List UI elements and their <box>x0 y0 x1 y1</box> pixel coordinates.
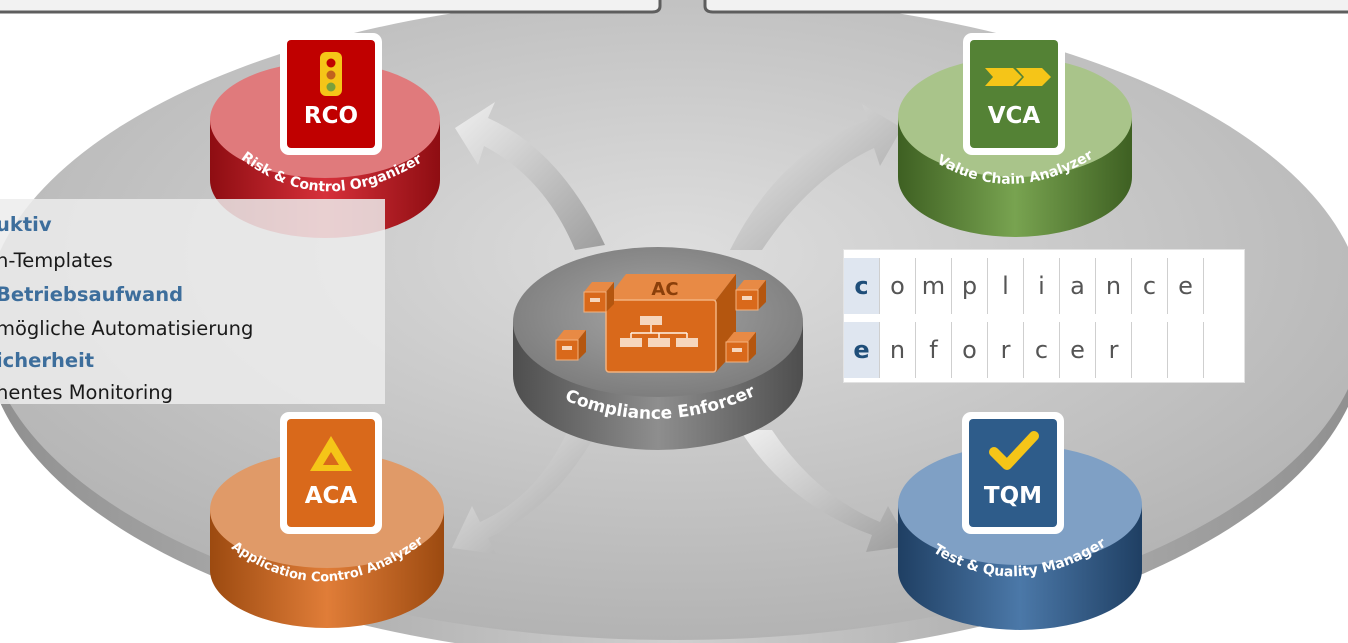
traffic-light-icon <box>320 52 342 96</box>
small-cube-2 <box>735 280 766 311</box>
letter-cell <box>1132 322 1168 378</box>
checkmark-icon <box>989 431 1039 470</box>
aca-abbr: ACA <box>305 483 358 509</box>
letter-cell: p <box>952 258 988 314</box>
letter-cell: n <box>1096 258 1132 314</box>
tqm-tile: TQM <box>962 412 1064 534</box>
letter-cell: c <box>844 258 880 314</box>
letter-cell: i <box>1024 258 1060 314</box>
brand-row-enforcer: e n f o r c e r <box>844 322 1204 378</box>
top-bar-right <box>703 0 1348 14</box>
benefit-text-2: mögliche Automatisierung <box>0 317 254 340</box>
benefit-text-3: nentes Monitoring <box>0 381 173 404</box>
small-cube-3 <box>555 330 586 361</box>
warning-triangle-icon <box>310 436 352 471</box>
arrow-to-rco <box>455 102 605 250</box>
tqm-abbr: TQM <box>984 483 1042 509</box>
arrow-to-vca <box>730 104 902 250</box>
letter-cell: o <box>880 258 916 314</box>
value-chain-icon <box>985 68 1051 86</box>
rco-tile: RCO <box>280 33 382 155</box>
letter-cell <box>1168 322 1204 378</box>
letter-cell: e <box>1060 322 1096 378</box>
brand-row-compliance: c o m p l i a n c e <box>844 258 1204 314</box>
benefit-heading-3: icherheit <box>0 349 95 372</box>
benefit-heading-2: Betriebsaufwand <box>0 283 184 306</box>
letter-cell: l <box>988 258 1024 314</box>
brand-letter-grid: c o m p l i a n c e e n f o r c e r <box>843 249 1245 383</box>
letter-cell: e <box>844 322 880 378</box>
vca-tile: VCA <box>963 33 1065 155</box>
letter-cell: e <box>1168 258 1204 314</box>
letter-cell: o <box>952 322 988 378</box>
letter-cell: c <box>1132 258 1168 314</box>
letter-cell: f <box>916 322 952 378</box>
center-abbr: AC <box>651 279 678 300</box>
arrow-to-tqm <box>740 430 910 552</box>
small-cube-1 <box>583 282 614 313</box>
letter-cell: r <box>988 322 1024 378</box>
ac-cube-icon: AC <box>555 274 766 373</box>
top-bar-left <box>0 0 662 14</box>
rco-abbr: RCO <box>304 103 358 129</box>
vca-abbr: VCA <box>988 103 1041 129</box>
letter-cell: r <box>1096 322 1132 378</box>
benefit-heading-1: uktiv <box>0 213 52 236</box>
letter-cell: n <box>880 322 916 378</box>
small-cube-4 <box>725 332 756 363</box>
letter-cell: c <box>1024 322 1060 378</box>
letter-cell: a <box>1060 258 1096 314</box>
aca-puck: Application Control Analyzer <box>210 452 444 628</box>
aca-tile: ACA <box>280 412 382 534</box>
arrow-to-aca <box>452 430 598 554</box>
benefits-panel: uktiv n-Templates Betriebsaufwand möglic… <box>0 199 385 404</box>
benefit-text-1: n-Templates <box>0 249 113 272</box>
letter-cell: m <box>916 258 952 314</box>
